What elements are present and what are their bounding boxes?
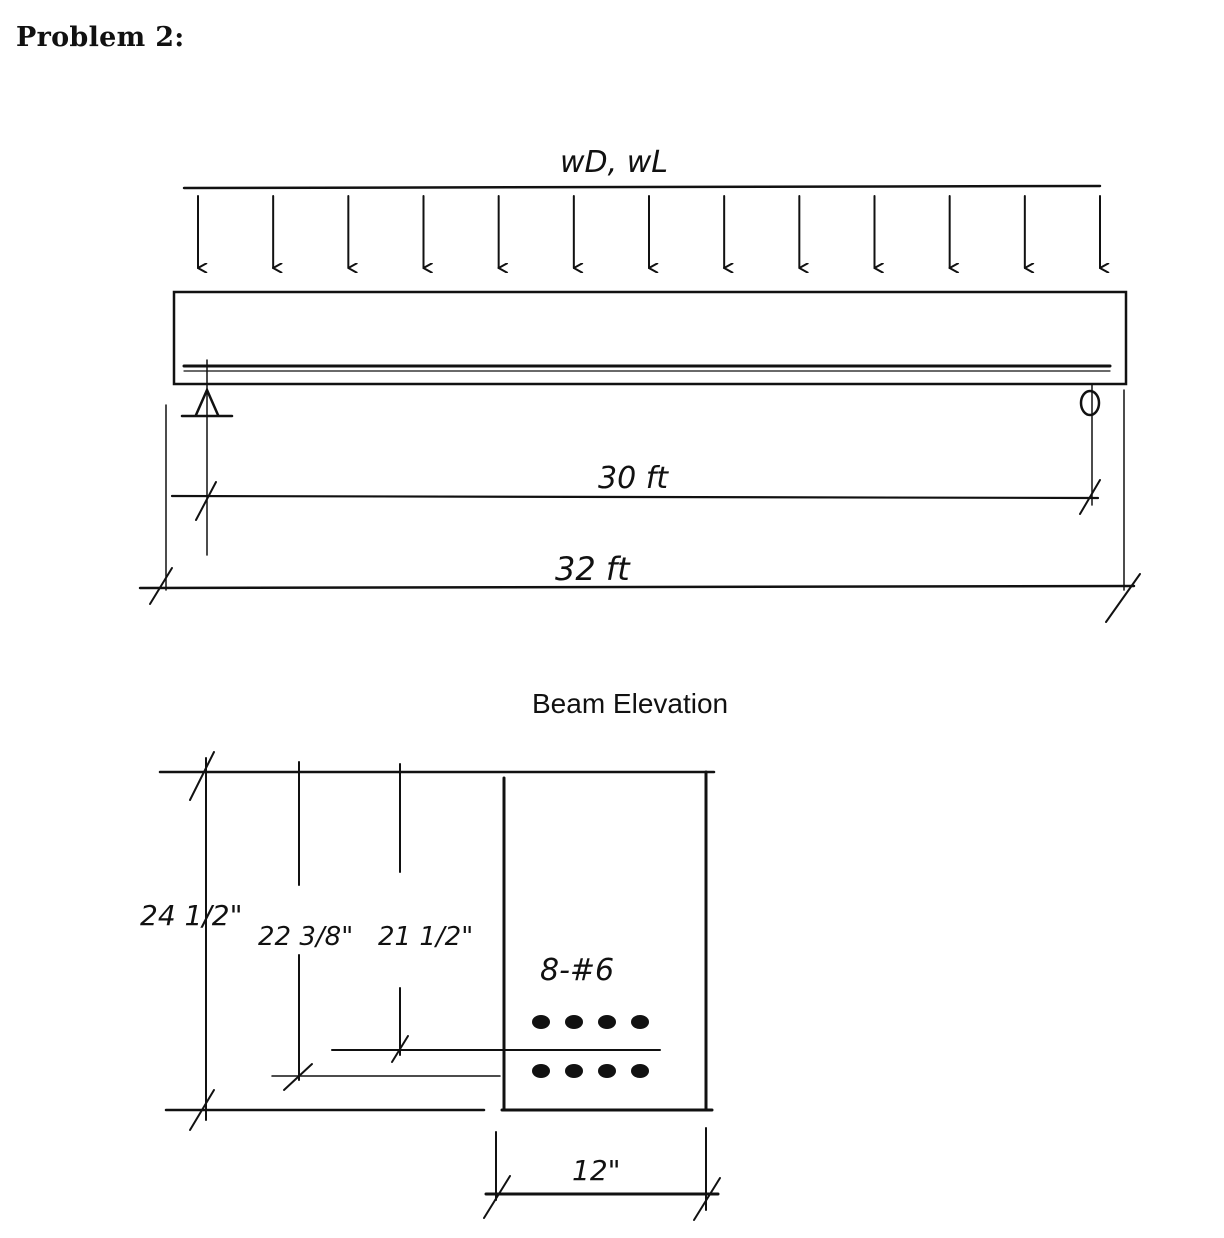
beam-elevation-caption: Beam Elevation xyxy=(532,688,729,719)
span-label: 30 ft xyxy=(598,461,669,496)
total-length-label: 32 ft xyxy=(555,550,631,588)
reinforcement-label: 8-#6 xyxy=(540,953,614,988)
beam-body xyxy=(172,290,1128,386)
width-label: 12" xyxy=(572,1154,621,1187)
rebar-bar xyxy=(631,1015,649,1029)
rebar-bar xyxy=(565,1064,583,1078)
rebar-layers xyxy=(532,1015,649,1078)
load-top-line xyxy=(182,184,1102,190)
rebar-bar xyxy=(565,1015,583,1029)
rebar-bar xyxy=(631,1064,649,1078)
beam-cross-section: 24 1/2" 22 3/8" 21 1/2" 8-#6 12" xyxy=(140,751,721,1221)
depth-bottom-layer-label: 22 3/8" xyxy=(258,922,353,952)
rebar-bar xyxy=(532,1015,550,1029)
span-dimension-line xyxy=(170,494,1100,500)
load-label: wD, wL xyxy=(560,145,668,180)
rebar-bar xyxy=(598,1064,616,1078)
rebar-bar xyxy=(598,1015,616,1029)
depth-top-layer-label: 21 1/2" xyxy=(378,922,473,952)
rebar-bar xyxy=(532,1064,550,1078)
roller-support xyxy=(1079,384,1101,506)
problem-title: Problem 2: xyxy=(16,22,185,53)
load-arrows xyxy=(197,195,1100,268)
depth-total-label: 24 1/2" xyxy=(140,899,242,932)
total-length-line xyxy=(138,584,1136,590)
pin-support xyxy=(180,359,234,556)
beam-elevation: wD, wL xyxy=(138,145,1141,623)
